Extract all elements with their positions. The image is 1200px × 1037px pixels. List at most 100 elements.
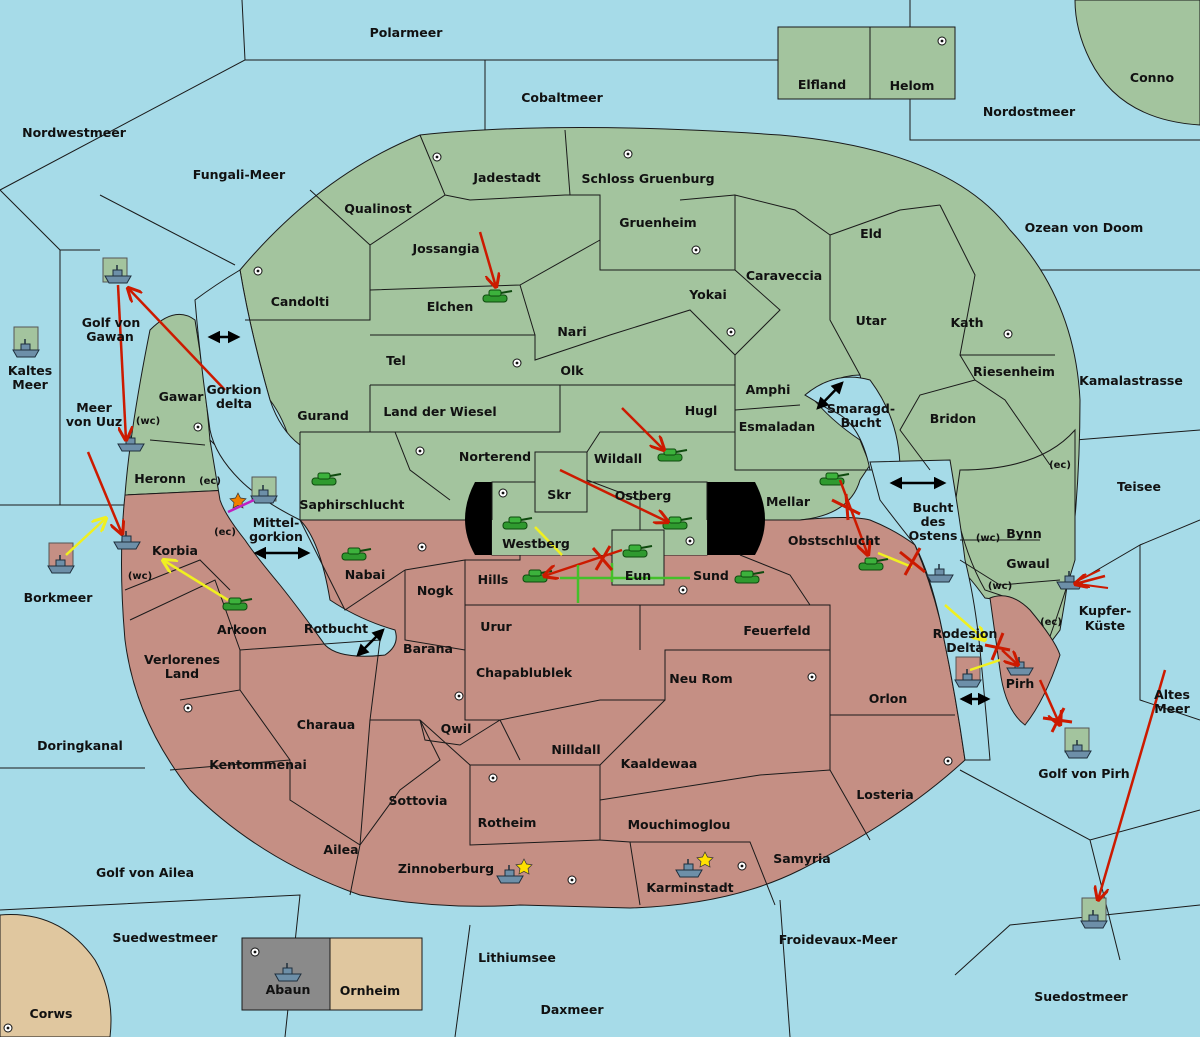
label-tel: Tel (386, 353, 406, 368)
label-gorkion-delta-1: Gorkion (206, 382, 261, 397)
label-zinnoberburg: Zinnoberburg (398, 861, 494, 876)
label-yokai: Yokai (688, 287, 727, 302)
label-bynn: Bynn (1006, 526, 1041, 541)
label-eld: Eld (860, 226, 882, 241)
label-golf-von-gawan-2: Gawan (86, 329, 134, 344)
green-borders (149, 129, 1061, 586)
label-skr: Skr (547, 487, 571, 502)
label-sottovia: Sottovia (389, 793, 448, 808)
label-smaragd-bucht-2: Bucht (841, 415, 882, 430)
label-olk: Olk (560, 363, 584, 378)
label-sund: Sund (693, 568, 729, 583)
label-candolti: Candolti (271, 294, 330, 309)
label-verlorenes-land-1: Verlorenes (144, 652, 220, 667)
label-heronn: Heronn (134, 471, 186, 486)
label-daxmeer: Daxmeer (540, 1002, 604, 1017)
label-rodesion-delta-1: Rodesion (933, 626, 998, 641)
label-suedostmeer: Suedostmeer (1034, 989, 1128, 1004)
label-charaua: Charaua (297, 717, 355, 732)
label-bucht-des-ostens-3: Ostens (909, 528, 958, 543)
label-smaragd-bucht-1: Smaragd- (827, 401, 895, 416)
label-kupfer-kueste-1: Kupfer- (1079, 603, 1132, 618)
label-norterend: Norterend (459, 449, 531, 464)
label-bucht-des-ostens-2: des (921, 514, 946, 529)
label-kaltes-meer-1: Kaltes (8, 363, 52, 378)
label-jossangia: Jossangia (411, 241, 479, 256)
label-land-der-wiesel: Land der Wiesel (383, 404, 496, 419)
coast-tag-ec-bridon: (ec) (1049, 460, 1071, 471)
label-qualinost: Qualinost (344, 201, 411, 216)
label-verlorenes-land-2: Land (165, 666, 199, 681)
label-cobaltmeer: Cobaltmeer (521, 90, 603, 105)
support-orders (65, 518, 1001, 672)
province-elfland[interactable] (777, 26, 871, 100)
coast-tag-wc-meer-von-uuz: (wc) (136, 416, 160, 427)
label-westberg: Westberg (502, 536, 570, 551)
label-froidevaux-meer: Froidevaux-Meer (779, 932, 898, 947)
label-ornheim: Ornheim (340, 983, 400, 998)
land-labels: Jadestadt Schloss Gruenburg Qualinost Gr… (30, 70, 1175, 1021)
label-altes-meer-1: Altes (1154, 687, 1190, 702)
failed-orders (591, 493, 1073, 733)
label-ozean-von-doom: Ozean von Doom (1025, 220, 1144, 235)
label-amphi: Amphi (746, 382, 791, 397)
label-altes-meer-2: Meer (1154, 701, 1190, 716)
coast-tags: (wc) (ec) (ec) (wc) (ec) (wc) (wc) (ec) (128, 416, 1071, 628)
label-nordwestmeer: Nordwestmeer (22, 125, 127, 140)
label-mouchimoglou: Mouchimoglou (628, 817, 731, 832)
label-kaaldewaa: Kaaldewaa (621, 756, 698, 771)
label-ostberg: Ostberg (615, 488, 672, 503)
label-korbia: Korbia (152, 543, 198, 558)
label-nabai: Nabai (345, 567, 386, 582)
label-samyria: Samyria (773, 851, 831, 866)
label-nari: Nari (557, 324, 586, 339)
label-abaun: Abaun (266, 982, 311, 997)
label-meer-von-uuz-1: Meer (76, 400, 112, 415)
label-feuerfeld: Feuerfeld (743, 623, 810, 638)
label-fungali-meer: Fungali-Meer (193, 167, 286, 182)
province-skr[interactable] (534, 451, 588, 513)
coast-tag-wc-korbia: (wc) (128, 571, 152, 582)
label-riesenheim: Riesenheim (973, 364, 1055, 379)
label-conno: Conno (1130, 70, 1175, 85)
label-ailea: Ailea (323, 842, 358, 857)
label-wildall: Wildall (594, 451, 642, 466)
label-gwaul: Gwaul (1006, 556, 1049, 571)
label-rotheim: Rotheim (478, 815, 537, 830)
label-helom: Helom (890, 78, 935, 93)
label-pirh: Pirh (1006, 676, 1035, 691)
adjacency-arrows (207, 330, 991, 706)
ship-units (12, 257, 1108, 982)
label-golf-von-ailea: Golf von Ailea (96, 865, 194, 880)
label-hills: Hills (478, 572, 509, 587)
green-orders (560, 563, 690, 603)
province-pirh[interactable] (989, 595, 1061, 726)
province-ornheim[interactable] (329, 937, 423, 1011)
province-conno[interactable] (1074, 0, 1200, 126)
label-saphirschlucht: Saphirschlucht (300, 497, 405, 512)
label-karminstadt: Karminstadt (646, 880, 733, 895)
label-nilldall: Nilldall (551, 742, 600, 757)
move-orders (86, 231, 1167, 900)
label-kentommenai: Kentommenai (209, 757, 307, 772)
label-doringkanal: Doringkanal (37, 738, 123, 753)
label-kamalastrasse: Kamalastrasse (1079, 373, 1183, 388)
coast-tag-ec-heronn: (ec) (199, 476, 221, 487)
label-golf-von-pirh: Golf von Pirh (1038, 766, 1129, 781)
support-lines (1074, 569, 1109, 589)
label-suedwestmeer: Suedwestmeer (113, 930, 219, 945)
label-lithiumsee: Lithiumsee (478, 950, 556, 965)
label-utar: Utar (856, 313, 888, 328)
label-elchen: Elchen (427, 299, 474, 314)
label-gawar: Gawar (159, 389, 205, 404)
label-gorkion-delta-2: delta (216, 396, 252, 411)
label-losteria: Losteria (856, 787, 913, 802)
label-orlon: Orlon (869, 691, 908, 706)
label-urur: Urur (480, 619, 512, 634)
province-corws[interactable] (0, 914, 112, 1037)
label-rodesion-delta-2: Delta (946, 640, 984, 655)
label-neu-rom: Neu Rom (669, 671, 732, 686)
label-bridon: Bridon (930, 411, 976, 426)
